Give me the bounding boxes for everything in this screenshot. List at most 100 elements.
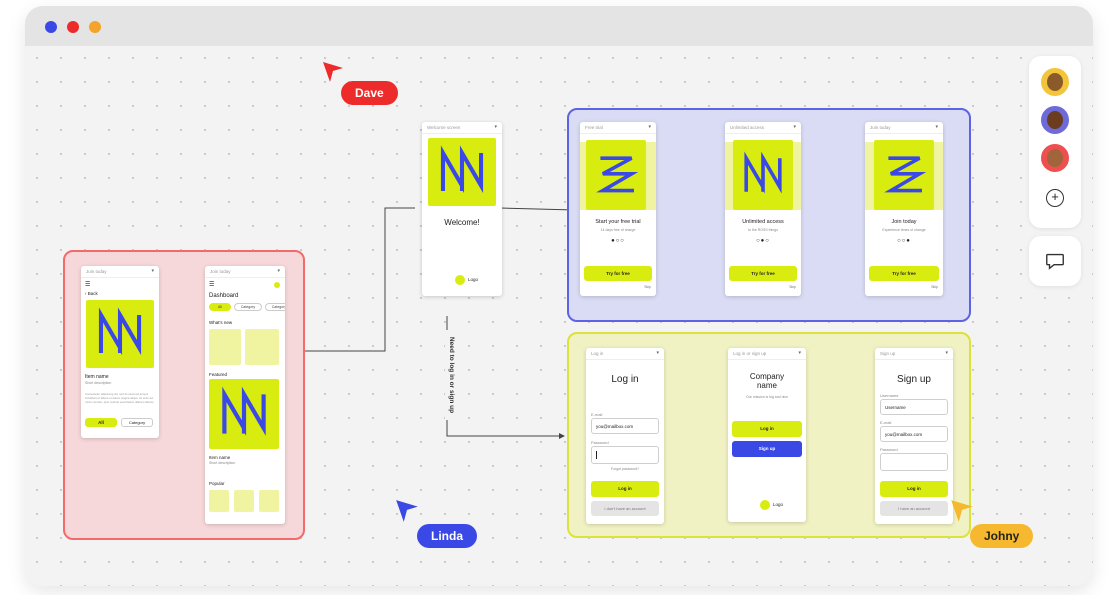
popular-heading: Popular — [209, 481, 225, 486]
logo-image — [428, 138, 496, 206]
login-title: Log in — [611, 374, 639, 385]
pagination-dots: ○●○ — [756, 238, 770, 244]
comment-icon[interactable] — [1044, 250, 1066, 272]
no-account-button[interactable]: I don't have an account — [591, 501, 659, 516]
try-for-free-button[interactable]: Try for free — [584, 266, 652, 281]
welcome-title: Welcome! — [444, 218, 480, 227]
logo-image — [86, 300, 154, 368]
connector-note: Need to log in or sign up — [445, 330, 455, 420]
item-name: Item name — [85, 374, 109, 380]
frame-header: Log in▾ — [586, 348, 664, 360]
email-field[interactable]: you@mailbox.com — [591, 418, 659, 434]
whats-new-tile[interactable] — [245, 329, 279, 365]
frame-header: Sign up▾ — [875, 348, 953, 360]
window-dot-yellow[interactable] — [89, 21, 101, 33]
choice-signup-button[interactable]: Sign up — [732, 441, 802, 457]
pagination-dots: ○○● — [897, 238, 911, 244]
featured-image[interactable] — [209, 379, 279, 449]
frame-item-detail[interactable]: Join today▾ ☰ ‹ Back Item name Short des… — [81, 266, 159, 438]
avatar-collaborator-3[interactable] — [1041, 144, 1069, 172]
choice-login-button[interactable]: Log in — [732, 421, 802, 437]
collaborators-panel: + — [1029, 56, 1081, 228]
onboarding-subtitle: 14 days free of charge — [600, 228, 636, 232]
password-label: Password — [880, 447, 898, 452]
dave-cursor-label: Dave — [341, 81, 398, 105]
item-body-text: Consectetur adipiscing elit, sed do eius… — [85, 392, 155, 404]
logo-label: Logo — [468, 277, 479, 282]
item-description: Short description — [85, 381, 112, 385]
popular-tile[interactable] — [259, 490, 279, 512]
forgot-password-link[interactable]: Forgot password? — [610, 467, 639, 471]
connector-welcome-to-onboarding — [499, 206, 576, 213]
logo-mark — [455, 275, 465, 285]
logo-image — [586, 140, 646, 210]
onboarding-subtitle: Experience times of change — [882, 228, 926, 232]
onboarding-title: Unlimited access — [742, 219, 784, 225]
johny-cursor-label: Johny — [970, 524, 1034, 548]
signup-login-button[interactable]: Log in — [880, 481, 948, 497]
skip-link[interactable]: Skip — [931, 285, 938, 289]
signup-title: Sign up — [897, 374, 931, 385]
dave-cursor-icon — [323, 62, 343, 82]
frame-header: Welcome screen▾ — [422, 122, 502, 134]
company-mission: Our mission is big and nice — [745, 395, 789, 399]
avatar-collaborator-2[interactable] — [1041, 106, 1069, 134]
window-dot-red[interactable] — [67, 21, 79, 33]
all-button[interactable]: All — [85, 418, 117, 427]
whats-new-tile[interactable] — [209, 329, 241, 365]
frame-login-or-signup[interactable]: Log in or sign up▾ Company name Our miss… — [728, 348, 806, 522]
window-dot-blue[interactable] — [45, 21, 57, 33]
onboarding-subtitle: to the ROSS things — [748, 228, 778, 232]
try-for-free-button[interactable]: Try for free — [869, 266, 939, 281]
frame-dashboard[interactable]: Join today▾ ☰ Dashboard All Category Cat… — [205, 266, 285, 524]
skip-link[interactable]: Skip — [644, 285, 651, 289]
login-button[interactable]: Log in — [591, 481, 659, 497]
chip-category-2[interactable]: Category — [265, 303, 285, 311]
frame-header: Unlimited access▾ — [725, 122, 801, 134]
chip-category[interactable]: Category — [234, 303, 262, 311]
email-field[interactable]: you@mailbox.com — [880, 426, 948, 442]
featured-heading: Featured — [209, 372, 228, 377]
have-account-button[interactable]: I have an account — [880, 501, 948, 516]
whats-new-heading: What's new — [209, 320, 233, 325]
avatar-collaborator-1[interactable] — [1041, 68, 1069, 96]
whiteboard-canvas[interactable]: Need to log in or sign up Join today▾ ☰ … — [25, 46, 1093, 586]
profile-dot[interactable] — [274, 282, 280, 288]
pagination-dots: ●○○ — [611, 238, 625, 244]
back-link[interactable]: ‹ Back — [85, 291, 98, 296]
menu-icon[interactable]: ☰ — [209, 282, 215, 288]
logo-label: Logo — [773, 502, 784, 507]
logo-mark — [760, 500, 770, 510]
comments-panel — [1029, 236, 1081, 286]
popular-tile[interactable] — [234, 490, 254, 512]
frame-onboarding-1[interactable]: Free trial▾ Start your free trial 14 day… — [580, 122, 656, 296]
password-field[interactable] — [591, 446, 659, 464]
frame-onboarding-2[interactable]: Unlimited access▾ Unlimited access to th… — [725, 122, 801, 296]
email-label: E-mail — [591, 412, 603, 417]
username-field[interactable]: Username — [880, 399, 948, 415]
category-button[interactable]: Category — [121, 418, 153, 427]
title-bar — [25, 6, 1093, 46]
frame-onboarding-3[interactable]: Join today▾ Join today Experience times … — [865, 122, 943, 296]
frame-header: Log in or sign up▾ — [728, 348, 806, 360]
password-label: Password — [591, 440, 609, 445]
connector-welcome-to-login — [446, 316, 565, 439]
johny-cursor-icon — [951, 500, 973, 522]
logo-image — [733, 140, 793, 210]
frame-signup[interactable]: Sign up▾ Sign up Username Username E-mai… — [875, 348, 953, 524]
frame-header: Join today▾ — [205, 266, 285, 278]
menu-icon[interactable]: ☰ — [85, 282, 91, 288]
frame-header: Free trial▾ — [580, 122, 656, 134]
frame-welcome[interactable]: Welcome screen▾ Welcome! Logo — [422, 122, 502, 296]
popular-tile[interactable] — [209, 490, 229, 512]
password-field[interactable] — [880, 453, 948, 471]
frame-login[interactable]: Log in▾ Log in E-mail you@mailbox.com Pa… — [586, 348, 664, 524]
username-label: Username — [880, 393, 899, 398]
try-for-free-button[interactable]: Try for free — [729, 266, 797, 281]
chip-all[interactable]: All — [209, 303, 231, 311]
onboarding-title: Start your free trial — [595, 219, 641, 225]
whiteboard-window: Need to log in or sign up Join today▾ ☰ … — [25, 6, 1093, 586]
frame-header: Join today▾ — [865, 122, 943, 134]
skip-link[interactable]: Skip — [789, 285, 796, 289]
add-collaborator-icon[interactable]: + — [1046, 189, 1064, 207]
